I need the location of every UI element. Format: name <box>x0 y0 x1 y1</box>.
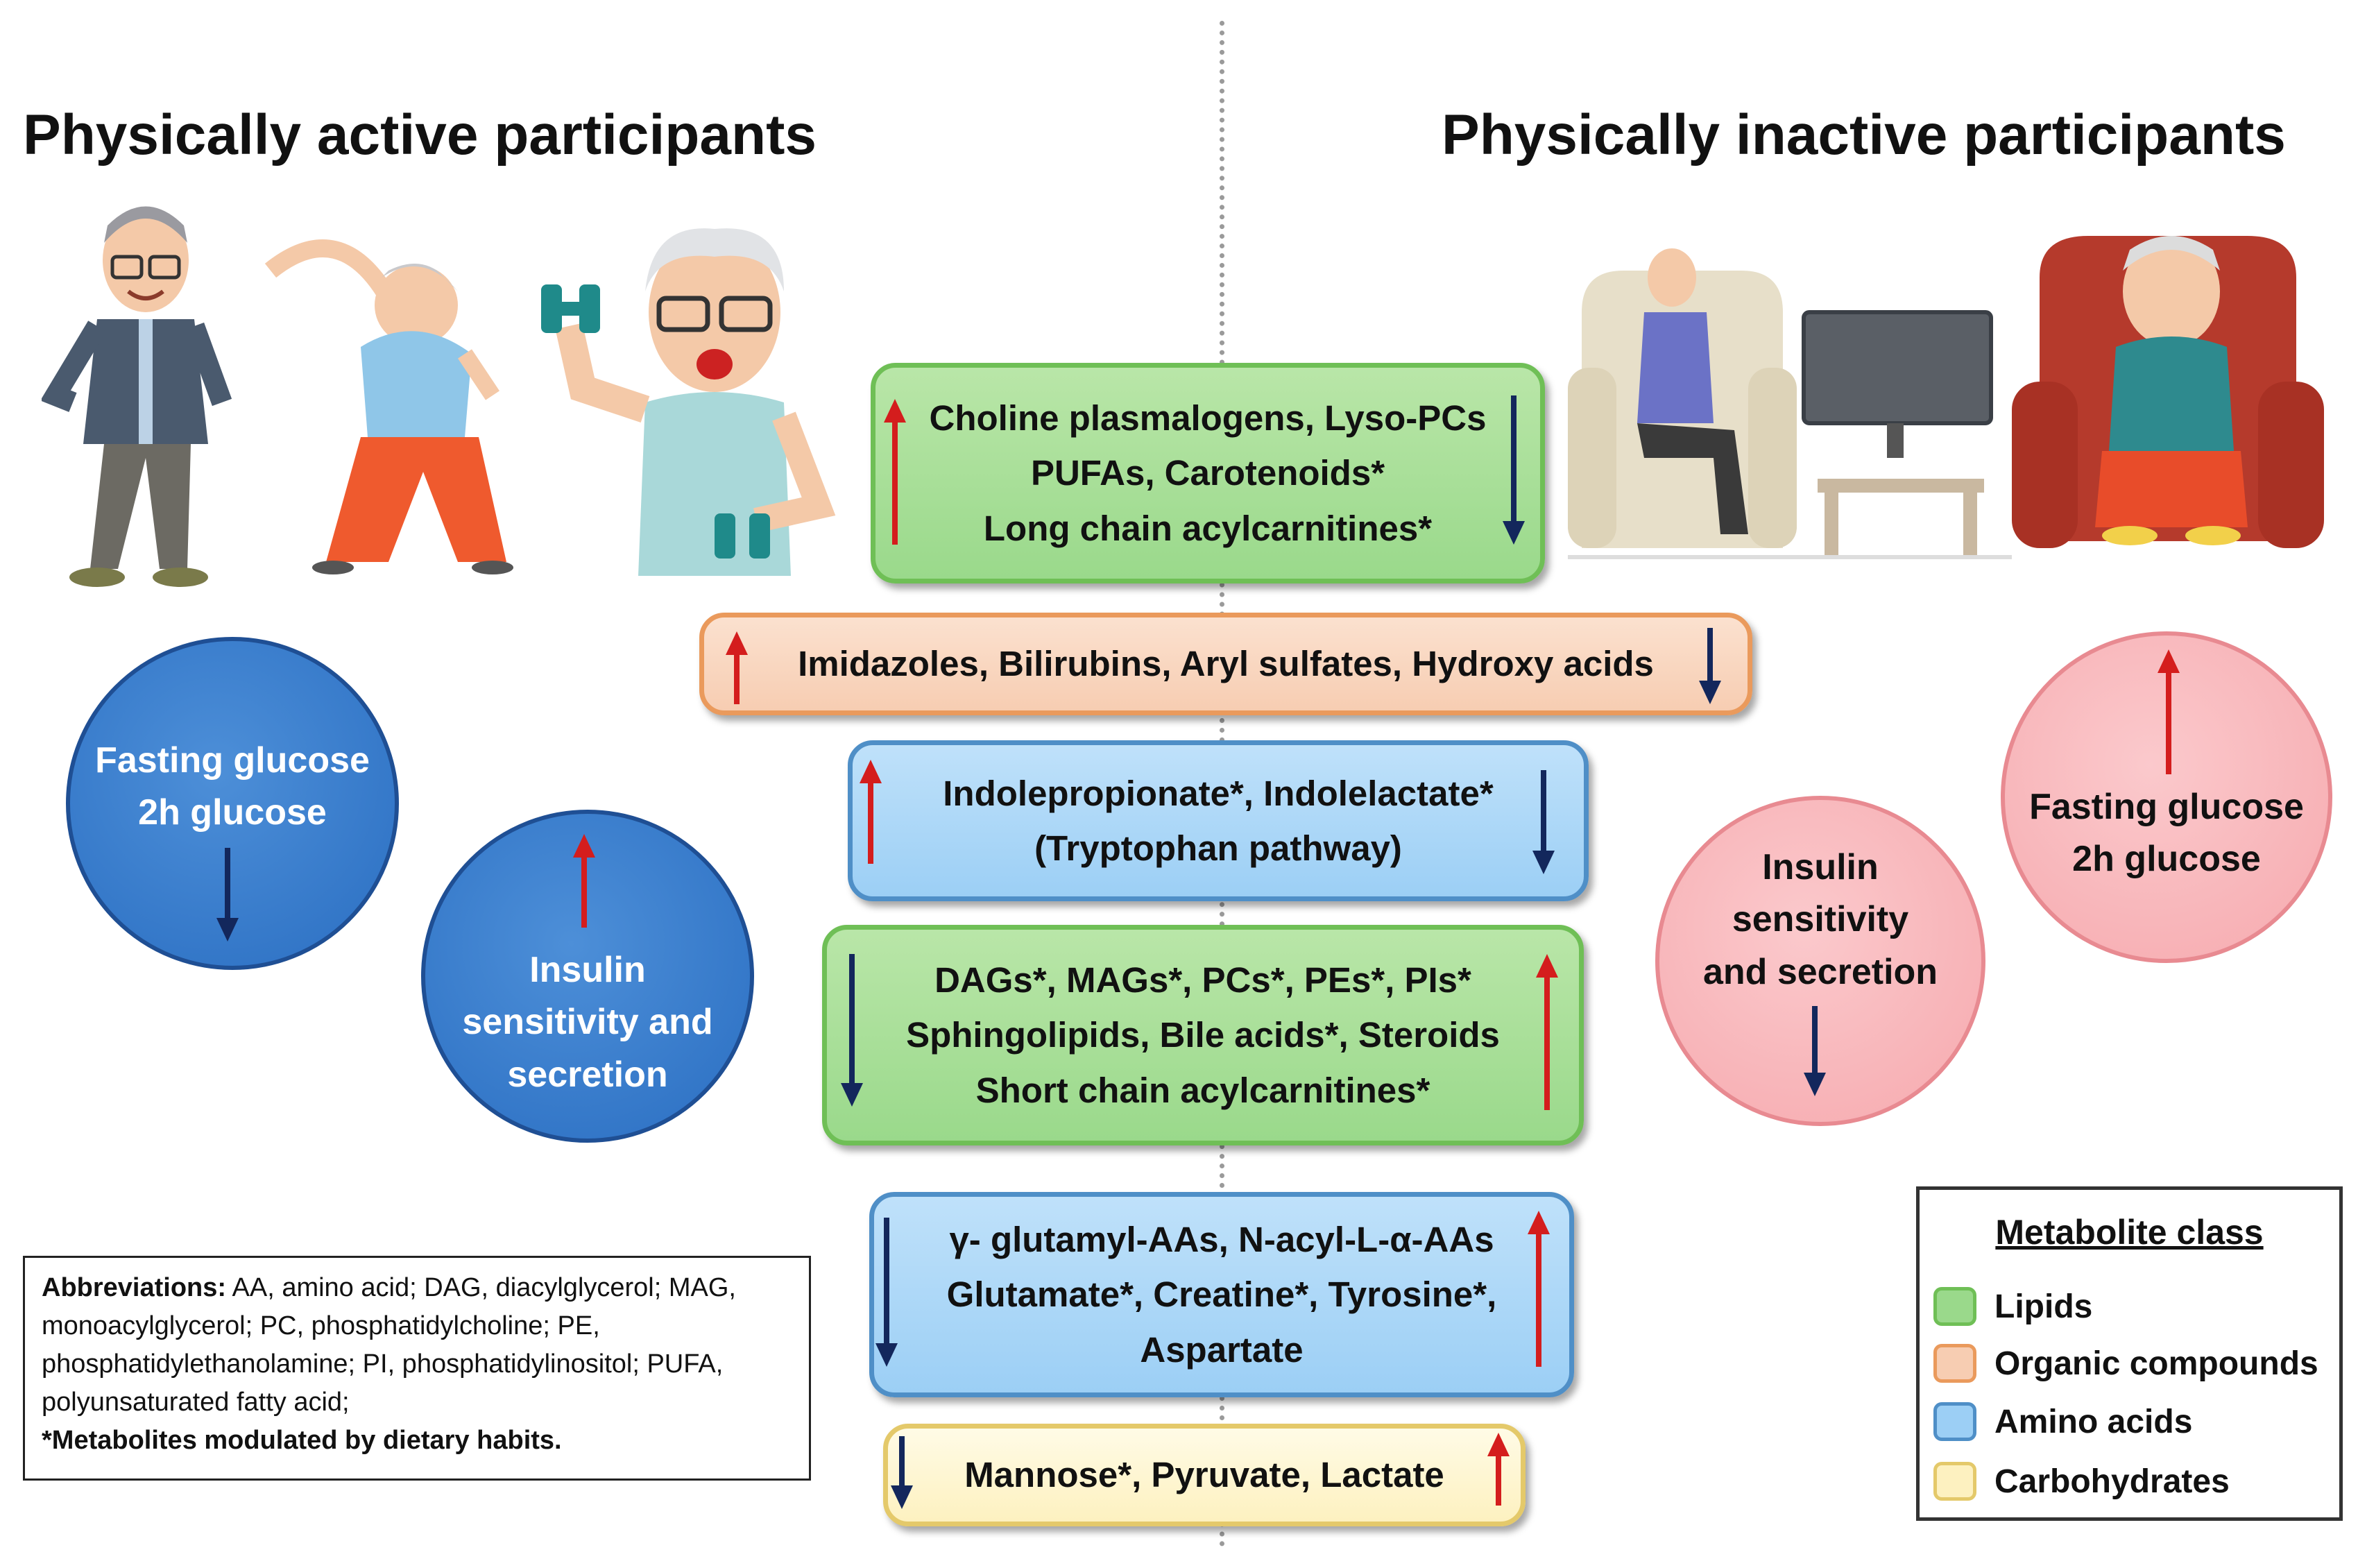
down-arrow-icon <box>875 1218 898 1367</box>
active-insulin-line-1: Insulin <box>529 950 646 990</box>
up-arrow-icon <box>2158 649 2180 774</box>
armchair-tv-man-icon <box>1568 248 2012 559</box>
lipids-top-line-2: PUFAs, Carotenoids* <box>1030 453 1385 493</box>
up-arrow-icon <box>726 631 748 704</box>
inactive-insulin-line-2: sensitivity <box>1732 899 1909 940</box>
legend-label-lipids: Lipids <box>1994 1288 2093 1325</box>
heading-active: Physically active participants <box>23 103 817 167</box>
carbs-swatch <box>1933 1462 1976 1501</box>
lipids-top-line-3: Long chain acylcarnitines* <box>983 508 1433 548</box>
legend-label-organic: Organic compounds <box>1994 1345 2318 1382</box>
sleeping-woman-armchair-icon <box>2012 236 2324 548</box>
lipids-bottom-line-1: DAGs*, MAGs*, PCs*, PEs*, PIs* <box>934 960 1471 1000</box>
amino-line-3: Aspartate <box>1140 1329 1304 1370</box>
box-tryptophan: Indolepropionate*, Indolelactate* (Trypt… <box>848 740 1589 901</box>
stretching-woman-icon <box>264 239 513 574</box>
abbreviations-text: AA, amino acid; DAG, diacylglycerol; MAG… <box>42 1273 736 1417</box>
circle-active-insulin: Insulin sensitivity and secretion <box>421 810 754 1143</box>
up-arrow-icon <box>1528 1211 1550 1367</box>
up-arrow-icon <box>860 760 882 864</box>
abbreviations-box: Abbreviations: AA, amino acid; DAG, diac… <box>23 1256 811 1481</box>
box-lipids-bottom: DAGs*, MAGs*, PCs*, PEs*, PIs* Sphingoli… <box>822 925 1584 1145</box>
amino-swatch <box>1933 1402 1976 1441</box>
box-amino-acids: γ- glutamyl-AAs, N-acyl-L-α-AAs Glutamat… <box>869 1192 1574 1397</box>
heading-inactive: Physically inactive participants <box>1442 103 2286 167</box>
organic-swatch <box>1933 1344 1976 1383</box>
inactive-insulin-line-1: Insulin <box>1762 847 1879 887</box>
down-arrow-icon <box>216 848 239 941</box>
circle-inactive-insulin: Insulin sensitivity and secretion <box>1655 796 1985 1126</box>
lipids-bottom-line-3: Short chain acylcarnitines* <box>975 1070 1430 1110</box>
up-arrow-icon <box>1536 954 1558 1110</box>
active-glucose-line-1: Fasting glucose <box>95 740 370 781</box>
down-arrow-icon <box>1503 395 1525 545</box>
down-arrow-icon <box>1804 1006 1826 1096</box>
legend-label-carbs: Carbohydrates <box>1994 1463 2230 1500</box>
abbreviations-label: Abbreviations: <box>42 1273 227 1302</box>
amino-line-2: Glutamate*, Creatine*, Tyrosine*, <box>946 1275 1497 1315</box>
lipids-bottom-line-2: Sphingolipids, Bile acids*, Steroids <box>906 1015 1500 1055</box>
circle-active-glucose: Fasting glucose 2h glucose <box>66 637 399 970</box>
legend-title: Metabolite class <box>1995 1213 2264 1252</box>
up-arrow-icon <box>884 399 906 545</box>
down-arrow-icon <box>1699 628 1721 704</box>
amino-line-1: γ- glutamyl-AAs, N-acyl-L-α-AAs <box>949 1220 1494 1260</box>
walking-man-icon <box>42 206 232 587</box>
legend-item-lipids: Lipids <box>1933 1287 2092 1326</box>
active-insulin-line-2: sensitivity and <box>462 1002 713 1043</box>
down-arrow-icon <box>891 1436 913 1509</box>
inactive-glucose-line-1: Fasting glucose <box>2029 787 2304 827</box>
abbreviations-note: *Metabolites modulated by dietary habits… <box>42 1426 562 1456</box>
box-organic-compounds: Imidazoles, Bilirubins, Aryl sulfates, H… <box>699 613 1752 715</box>
legend: Metabolite class Lipids Organic compound… <box>1916 1186 2343 1521</box>
active-glucose-line-2: 2h glucose <box>138 792 327 833</box>
dumbbell-man-icon <box>541 228 836 576</box>
box-carbohydrates: Mannose*, Pyruvate, Lactate <box>883 1424 1526 1526</box>
down-arrow-icon <box>841 954 863 1107</box>
tryptophan-line-1: Indolepropionate*, Indolelactate* <box>943 773 1494 813</box>
up-arrow-icon <box>573 834 595 928</box>
carbs-line: Mannose*, Pyruvate, Lactate <box>964 1455 1444 1495</box>
down-arrow-icon <box>1532 770 1555 874</box>
inactive-insulin-line-3: and secretion <box>1702 951 1938 992</box>
active-insulin-line-3: secretion <box>507 1054 668 1095</box>
lipids-swatch <box>1933 1287 1976 1326</box>
inactive-glucose-line-2: 2h glucose <box>2072 839 2261 880</box>
tryptophan-line-2: (Tryptophan pathway) <box>1034 828 1402 868</box>
up-arrow-icon <box>1487 1433 1510 1506</box>
legend-item-carbs: Carbohydrates <box>1933 1462 2230 1501</box>
legend-label-amino: Amino acids <box>1994 1403 2193 1440</box>
legend-item-amino: Amino acids <box>1933 1402 2192 1441</box>
lipids-top-line-1: Choline plasmalogens, Lyso-PCs <box>929 398 1487 438</box>
legend-item-organic: Organic compounds <box>1933 1344 2318 1383</box>
box-lipids-top: Choline plasmalogens, Lyso-PCs PUFAs, Ca… <box>871 363 1545 583</box>
organic-line: Imidazoles, Bilirubins, Aryl sulfates, H… <box>798 644 1654 684</box>
